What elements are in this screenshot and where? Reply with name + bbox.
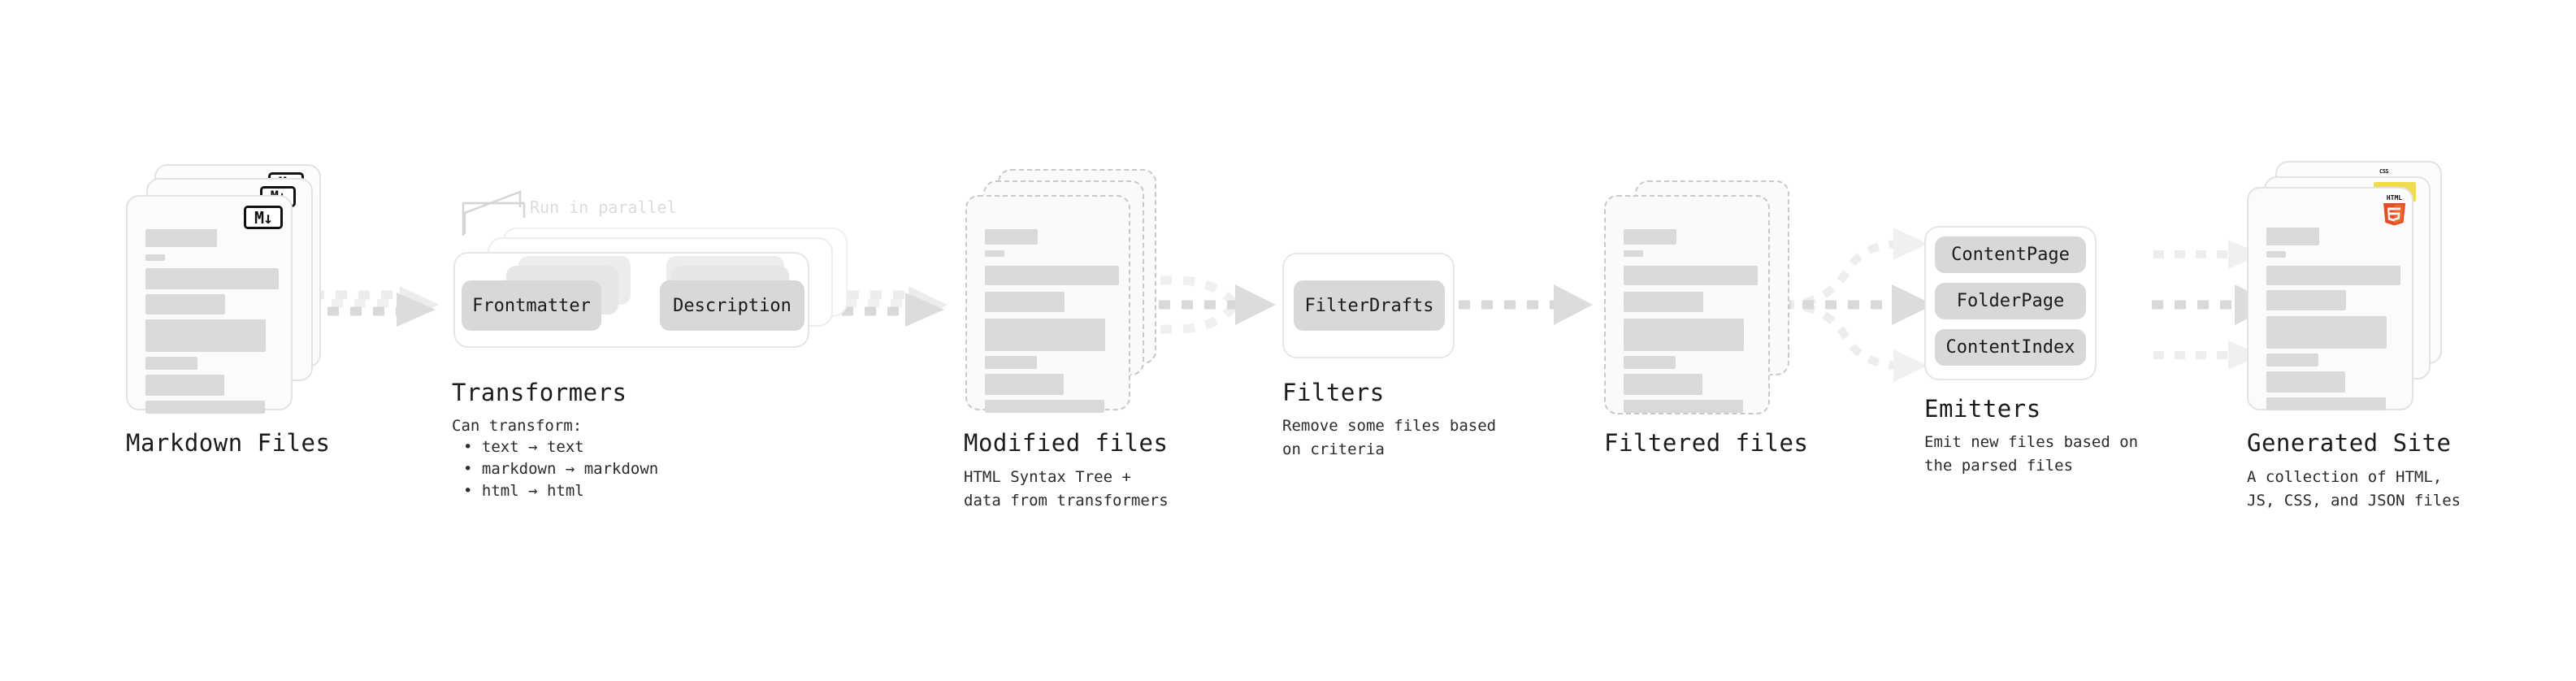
skeleton-line xyxy=(985,356,1037,369)
skeleton-line xyxy=(1624,266,1758,285)
skeleton-title xyxy=(985,229,1038,245)
skeleton-title xyxy=(1624,229,1676,245)
stage-title-generated-site: Generated Site xyxy=(2247,429,2452,457)
skeleton-line xyxy=(985,374,1064,395)
skeleton-line xyxy=(2266,354,2318,367)
skeleton-subtitle xyxy=(145,254,165,261)
chip-frontmatter[interactable]: Frontmatter xyxy=(462,280,601,331)
arrow-filters-to-filtered xyxy=(1459,284,1593,325)
stage-title-filtered-files: Filtered files xyxy=(1604,429,1809,457)
stage-title-filters: Filters xyxy=(1282,379,1385,406)
skeleton-line xyxy=(2266,371,2345,393)
stage-title-emitters: Emitters xyxy=(1924,395,2041,423)
skeleton-line xyxy=(985,292,1065,312)
html5-badge: HTML xyxy=(2381,193,2408,227)
chip-description-label: Description xyxy=(673,295,791,316)
chip-filterdrafts-label: FilterDrafts xyxy=(1304,295,1434,316)
stage-desc-emitters: Emit new files based on the parsed files xyxy=(1924,433,2139,475)
markdown-badge-text: M↓ xyxy=(254,207,273,228)
css-badge-text: CSS xyxy=(2379,168,2389,175)
skeleton-line xyxy=(1624,400,1743,413)
site-card-front xyxy=(2247,187,2413,410)
stage-title-markdown-files: Markdown Files xyxy=(126,429,331,457)
markdown-card-front xyxy=(126,195,293,414)
chip-description[interactable]: Description xyxy=(660,280,804,331)
chip-contentpage[interactable]: ContentPage xyxy=(1935,236,2086,273)
skeleton-line xyxy=(2266,397,2386,410)
chip-contentindex-label: ContentIndex xyxy=(1945,337,2075,358)
stage-desc-transformers-bullet-3: • html → html xyxy=(463,482,584,500)
skeleton-line xyxy=(1624,319,1744,351)
svg-text:HTML: HTML xyxy=(2387,194,2402,202)
skeleton-line xyxy=(145,375,224,396)
stage-desc-transformers-bullet-2: • markdown → markdown xyxy=(463,460,659,478)
run-in-parallel-label: Run in parallel xyxy=(530,197,677,217)
skeleton-line xyxy=(145,294,225,314)
skeleton-subtitle xyxy=(1624,250,1643,257)
stage-desc-transformers-bullet-1: • text → text xyxy=(463,438,584,456)
skeleton-title xyxy=(145,229,217,247)
stage-desc-filters: Remove some files based on criteria xyxy=(1282,417,1497,458)
chip-filterdrafts[interactable]: FilterDrafts xyxy=(1294,280,1445,331)
skeleton-subtitle xyxy=(2266,251,2286,258)
chip-contentindex[interactable]: ContentIndex xyxy=(1935,329,2086,366)
modified-card-front xyxy=(965,195,1130,413)
skeleton-line xyxy=(985,400,1104,413)
stage-desc-generated-site: A collection of HTML, JS, CSS, and JSON … xyxy=(2247,468,2461,510)
stage-title-modified-files: Modified files xyxy=(964,429,1169,457)
markdown-badge-front: M↓ xyxy=(244,206,283,229)
arrow-markdown-to-transformers xyxy=(305,286,439,327)
skeleton-line xyxy=(145,319,266,352)
skeleton-line xyxy=(985,319,1105,351)
arrow-modified-to-filters xyxy=(1136,275,1276,334)
skeleton-line xyxy=(145,401,265,414)
skeleton-title xyxy=(2266,228,2319,245)
skeleton-line xyxy=(2266,316,2387,349)
chip-folderpage[interactable]: FolderPage xyxy=(1935,283,2086,319)
skeleton-line xyxy=(145,268,279,289)
stage-title-transformers: Transformers xyxy=(452,379,627,406)
stage-desc-modified-files: HTML Syntax Tree + data from transformer… xyxy=(964,468,1169,510)
skeleton-line xyxy=(145,357,197,370)
skeleton-line xyxy=(2266,266,2400,285)
skeleton-line xyxy=(1624,356,1676,369)
stage-desc-transformers-head: Can transform: xyxy=(452,417,583,435)
chip-folderpage-label: FolderPage xyxy=(1956,291,2065,311)
skeleton-line xyxy=(1624,292,1703,312)
arrow-filtered-to-emitters xyxy=(1780,228,1934,382)
filtered-card-front xyxy=(1604,195,1770,414)
skeleton-subtitle xyxy=(985,250,1004,257)
chip-contentpage-label: ContentPage xyxy=(1951,245,2070,265)
skeleton-line xyxy=(2266,290,2346,310)
chip-frontmatter-label: Frontmatter xyxy=(472,295,591,316)
skeleton-line xyxy=(985,266,1119,285)
skeleton-line xyxy=(1624,374,1702,395)
